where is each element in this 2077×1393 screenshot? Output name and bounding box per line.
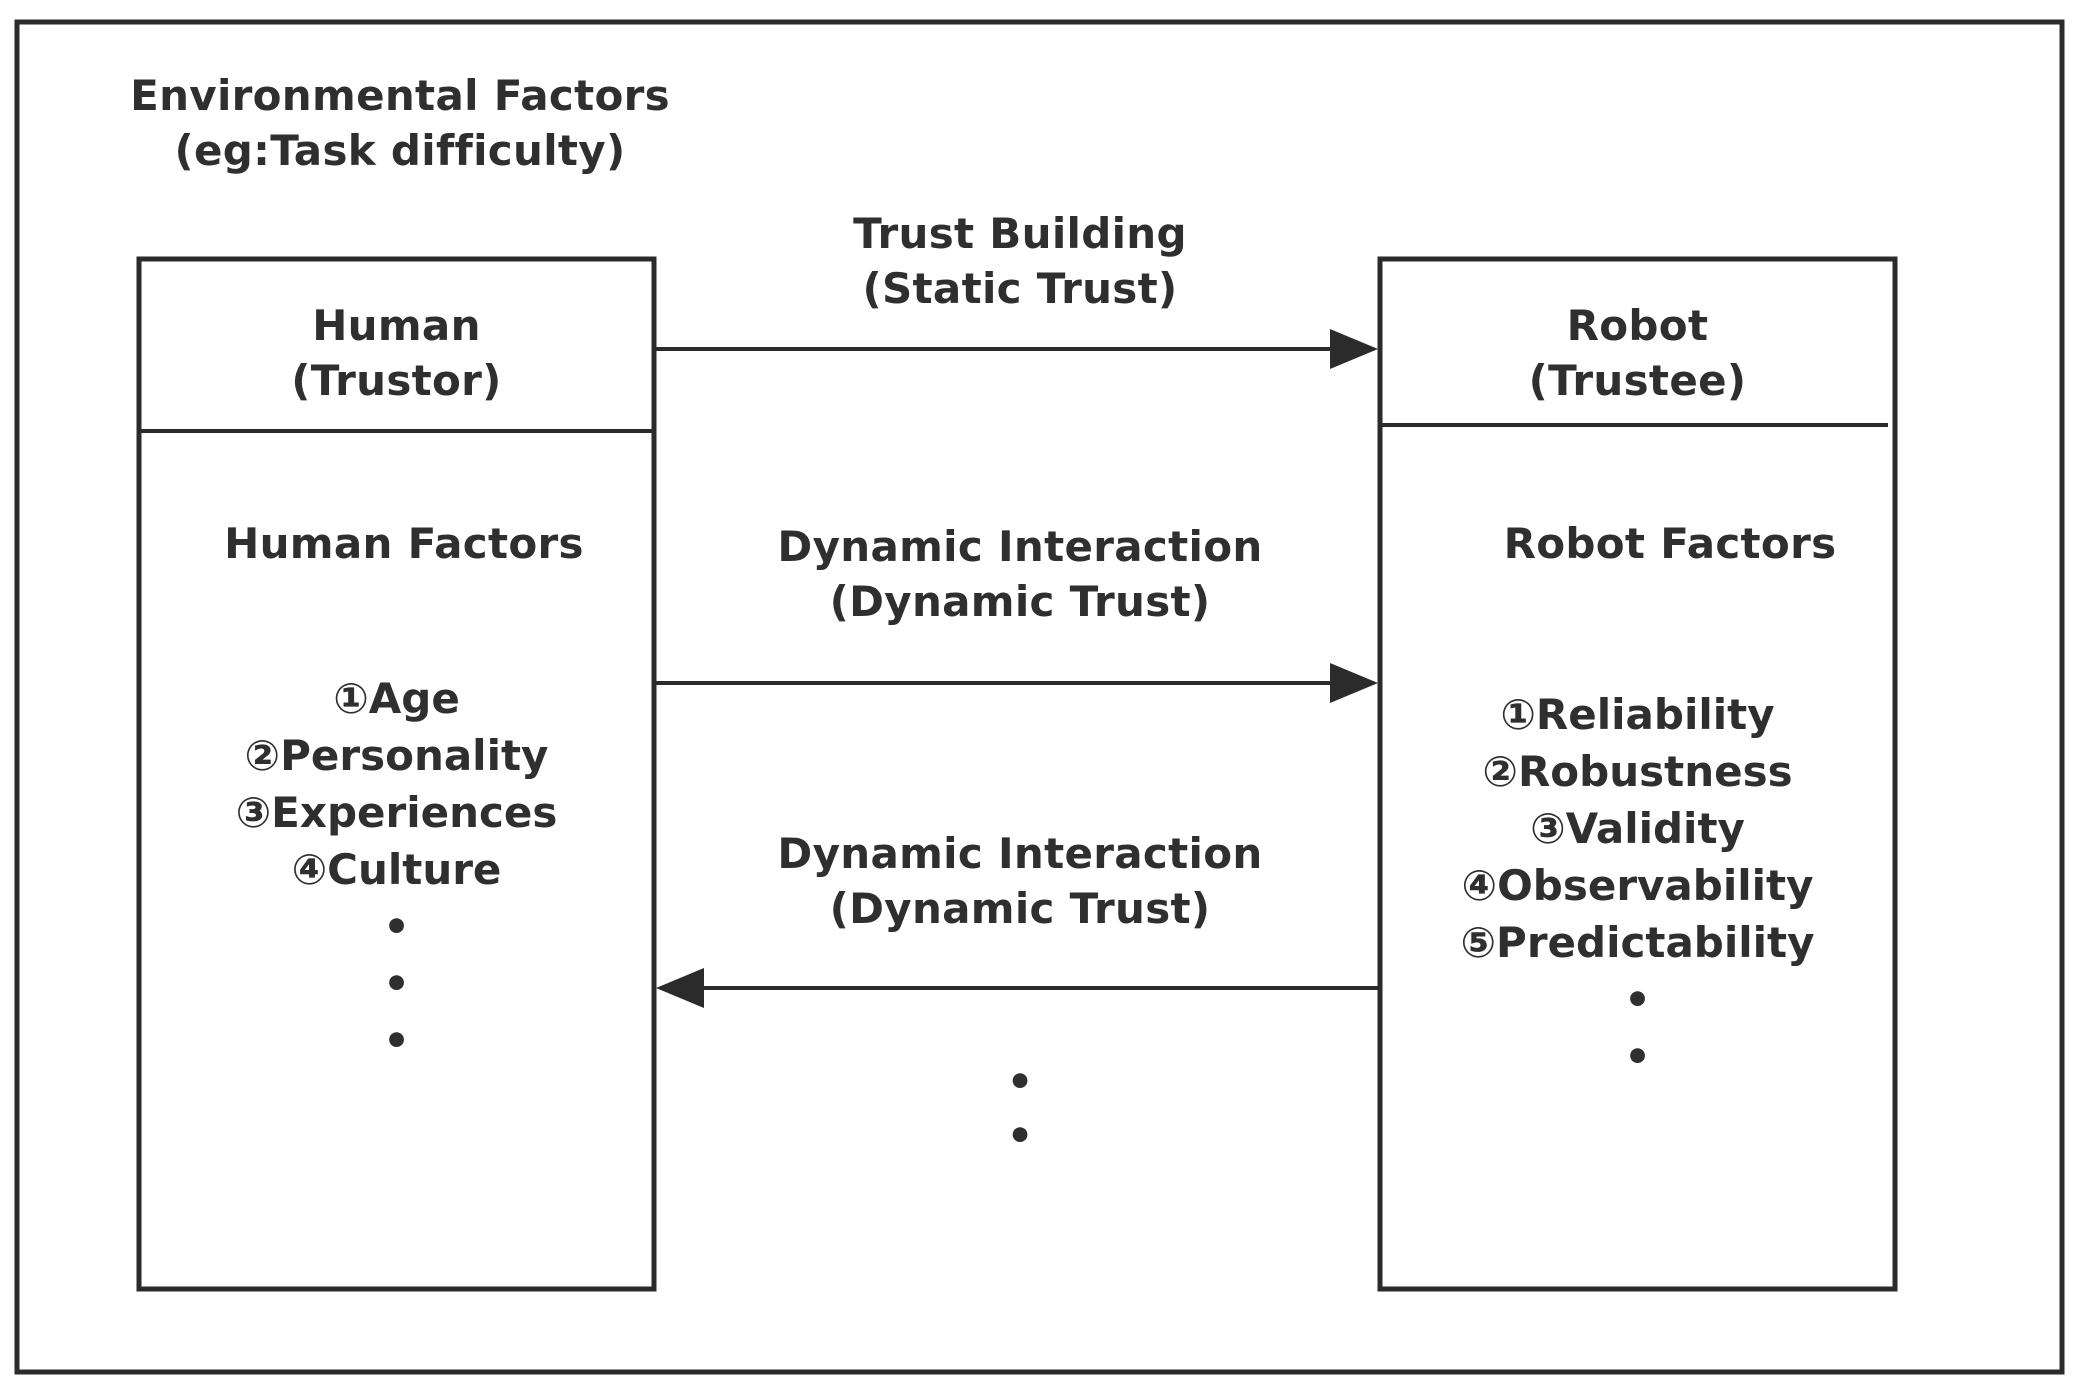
robot-factor-item: ⑤Predictability	[1460, 918, 1815, 967]
dynamic-interaction-lower-line1: Dynamic Interaction	[777, 829, 1263, 878]
robot-header-line1: Robot	[1566, 301, 1709, 350]
robot-continuation-dot: •	[1624, 975, 1651, 1024]
robot-factor-item: ②Robustness	[1482, 747, 1793, 796]
human-box	[136, 256, 657, 1292]
robot-factors-list: ①Reliability ②Robustness ③Validity ④Obse…	[1380, 686, 1895, 1085]
environment-title-line1: Environmental Factors	[130, 71, 670, 120]
links-continuation-dot: •	[1006, 1057, 1034, 1106]
human-factors-title: Human Factors	[224, 519, 584, 568]
human-factors-list: ①Age ②Personality ③Experiences ④Culture …	[139, 670, 654, 1069]
robot-factor-item: ①Reliability	[1500, 690, 1775, 739]
environment-label: Environmental Factors (eg:Task difficult…	[100, 68, 700, 178]
trust-building-label: Trust Building (Static Trust)	[700, 206, 1340, 316]
human-continuation-dot: •	[383, 902, 410, 951]
robot-factor-item: ③Validity	[1530, 804, 1745, 853]
links-continuation-dot: •	[1006, 1111, 1034, 1160]
robot-factor-item: ④Observability	[1461, 861, 1814, 910]
robot-box	[1377, 256, 1898, 1292]
dynamic-interaction-upper-line2: (Dynamic Trust)	[829, 577, 1211, 626]
human-continuation-dot: •	[383, 959, 410, 1008]
dynamic-interaction-label-lower: Dynamic Interaction (Dynamic Trust)	[700, 826, 1340, 936]
human-header-line2: (Trustor)	[291, 356, 502, 405]
human-factor-item: ②Personality	[244, 731, 549, 780]
robot-factors-title: Robot Factors	[1503, 519, 1837, 568]
human-header-line1: Human	[312, 301, 481, 350]
human-factor-item: ①Age	[333, 674, 460, 723]
robot-continuation-dot: •	[1624, 1032, 1651, 1081]
robot-header-line2: (Trustee)	[1528, 356, 1747, 405]
dynamic-interaction-lower-line2: (Dynamic Trust)	[829, 884, 1211, 933]
trust-building-line2: (Static Trust)	[862, 264, 1178, 313]
robot-header: Robot (Trustee)	[1380, 298, 1895, 408]
environment-title-line2: (eg:Task difficulty)	[174, 126, 626, 175]
trust-building-line1: Trust Building	[853, 209, 1187, 258]
links-continuation: • •	[920, 1055, 1120, 1163]
dynamic-interaction-upper-line1: Dynamic Interaction	[777, 522, 1263, 571]
human-factor-item: ③Experiences	[235, 788, 558, 837]
dynamic-interaction-label-upper: Dynamic Interaction (Dynamic Trust)	[700, 519, 1340, 629]
human-continuation-dot: •	[383, 1016, 410, 1065]
environment-frame	[14, 19, 2065, 1375]
human-factor-item: ④Culture	[291, 845, 502, 894]
human-header: Human (Trustor)	[139, 298, 654, 408]
